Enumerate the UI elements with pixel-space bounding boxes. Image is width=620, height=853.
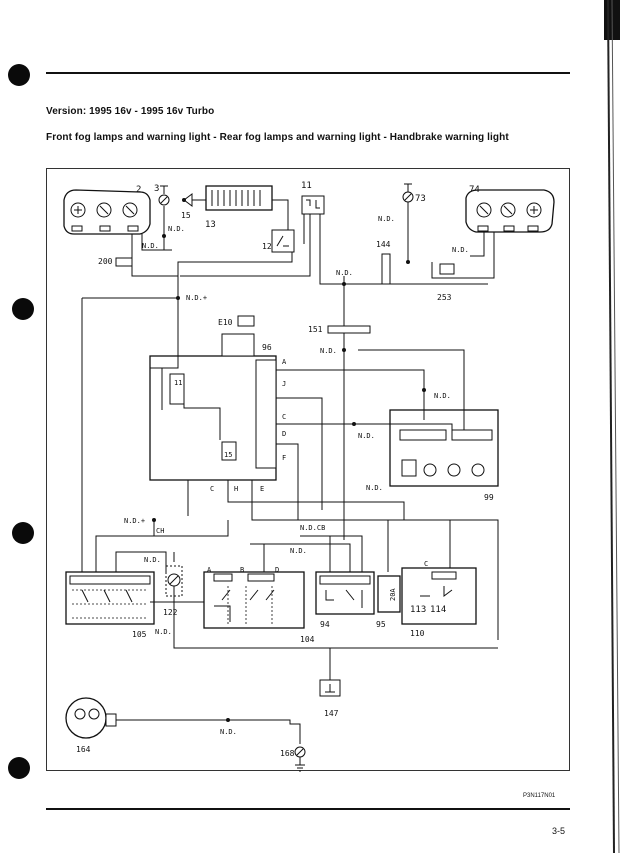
nd-73: N.D. [378,215,395,223]
label-73: 73 [415,194,426,204]
fuse-73 [402,183,414,203]
punch-hole-4 [8,757,30,779]
nd-right: N.D. [434,392,451,400]
punch-hole-2 [12,298,34,320]
conn-J: J [282,380,286,388]
connector-200 [115,257,133,267]
label-168: 168 [280,749,295,758]
nd-mid: N.D. [336,269,353,277]
punch-hole-1 [8,64,30,86]
document-code: P3N117N01 [523,793,556,799]
nd-rear: N.D. [452,246,469,254]
conn-D-104: D [275,566,279,574]
nd-lower: N.D. [366,484,383,492]
unit-110 [401,567,477,625]
label-164: 164 [76,745,91,754]
relay-94 [315,571,375,615]
label-200: 200 [98,257,113,266]
component-13 [205,185,273,211]
diagram-frame [46,168,570,771]
label-104: 104 [300,635,315,644]
label-113: 113 [410,605,426,615]
conn-A-104: A [207,566,212,574]
nd-cb: N.D.CB [300,524,325,532]
conn-C: C [282,413,286,421]
nd-front-b: N.D. [142,242,159,250]
label-13: 13 [205,220,216,230]
label-ch: CH [156,527,164,535]
label-74: 74 [469,185,480,195]
label-147: 147 [324,709,339,718]
nd-left-lower: N.D.+ [124,517,145,525]
lamp-164 [65,697,117,739]
label-114: 114 [430,605,446,615]
conn-D: D [282,430,286,438]
switch-147 [319,679,341,697]
label-151: 151 [308,325,323,334]
svg-text:20A: 20A [389,588,397,601]
switch-104 [203,571,305,629]
fuse-95: 20A [377,575,401,613]
label-94: 94 [320,620,330,629]
label-99: 99 [484,493,494,502]
switch-105 [65,571,155,625]
page-number: 3-5 [552,826,566,836]
rear-fog-lamp-assembly [465,189,555,233]
label-96: 96 [262,343,272,352]
label-11b: 11 [174,379,182,387]
fuse-3 [158,185,170,206]
warning-light-15 [182,193,193,207]
conn-B-104: B [240,566,244,574]
nd-ar: N.D. [358,432,375,440]
nd-front: N.D. [168,225,185,233]
label-95: 95 [376,620,386,629]
label-110: 110 [410,629,425,638]
conn-A: A [282,358,287,366]
nd-122: N.D. [144,556,161,564]
conn-F: F [282,454,286,462]
nd-104: N.D. [290,547,307,555]
connector-253 [439,263,455,275]
conn-H-bottom: H [234,485,238,493]
relay-11 [301,195,325,215]
label-253: 253 [437,293,452,302]
label-105: 105 [132,630,147,639]
version-line: Version: 1995 16v - 1995 16v Turbo [46,106,215,117]
label-15b: 15 [224,451,232,459]
label-3: 3 [154,184,159,194]
control-unit-96 [149,333,277,481]
nd-122b: N.D. [155,628,172,636]
unit-99 [389,409,499,487]
footer-rule [46,808,570,810]
label-e10: E10 [218,318,233,327]
fuse-168 [294,746,306,772]
header-rule [46,72,570,74]
switch-12 [271,229,295,253]
conn-C-110: C [424,560,428,568]
conn-C-bottom: C [210,485,214,493]
nd-164: N.D. [220,728,237,736]
nd-plus: N.D.+ [186,294,207,302]
label-12: 12 [262,242,272,251]
connector-151 [327,325,371,334]
nd-151: N.D. [320,347,337,355]
label-11: 11 [301,181,312,191]
label-15: 15 [181,211,191,220]
diagram-title: Front fog lamps and warning light - Rear… [46,132,509,143]
conn-E-bottom: E [260,485,264,493]
label-122: 122 [163,608,178,617]
punch-hole-3 [12,522,34,544]
label-144: 144 [376,240,391,249]
label-2: 2 [136,185,141,195]
e10-box [237,315,255,327]
front-fog-lamp-assembly [63,189,151,235]
connector-144 [381,253,391,285]
